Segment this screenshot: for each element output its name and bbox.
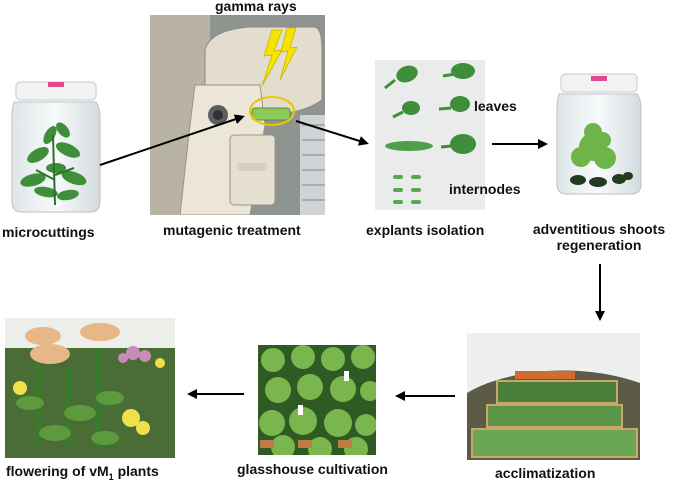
- explants-isolation-label: explants isolation: [366, 222, 485, 238]
- acclimatization-label: acclimatization: [495, 465, 596, 481]
- flowering-label-suffix: plants: [113, 463, 159, 479]
- explants-photo: [375, 60, 485, 210]
- acclimatization-photo: [467, 333, 640, 460]
- adventitious-shoots-line2: regeneration: [556, 237, 642, 253]
- adventitious-shoots-label: adventitious shoots regeneration: [521, 221, 677, 253]
- microcuttings-label: microcuttings: [2, 224, 95, 240]
- flowering-photo: [5, 318, 175, 458]
- flowering-label-subscript: 1: [108, 471, 114, 482]
- mutagenic-treatment-label: mutagenic treatment: [163, 222, 301, 238]
- internodes-label: internodes: [449, 181, 521, 197]
- arrow-treatment-to-explants: [295, 120, 369, 146]
- flowering-label: flowering of vM1 plants: [6, 463, 159, 482]
- gamma-rays-label: gamma rays: [215, 0, 297, 14]
- glasshouse-cultivation-label: glasshouse cultivation: [237, 461, 388, 477]
- microcuttings-photo: [8, 80, 103, 215]
- glasshouse-photo: [258, 345, 376, 455]
- sample-highlight-ring: [249, 96, 295, 126]
- adventitious-shoots-photo: [553, 72, 645, 197]
- adventitious-shoots-line1: adventitious shoots: [532, 221, 666, 237]
- arrow-microcuttings-to-treatment: [99, 114, 245, 166]
- lightning-icon: [261, 27, 298, 87]
- leaves-label: leaves: [474, 98, 517, 114]
- flowering-label-prefix: flowering of vM: [6, 463, 109, 479]
